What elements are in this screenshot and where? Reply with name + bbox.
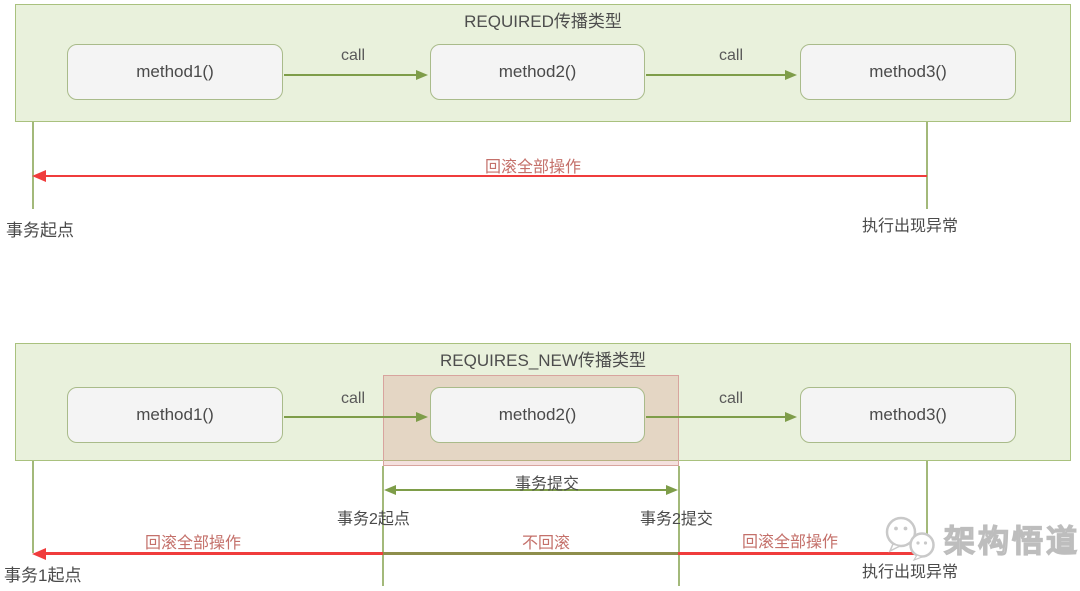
rollback-right-label: 回滚全部操作 bbox=[741, 534, 839, 551]
tx2-start-line bbox=[382, 466, 384, 586]
required-diagram-title: REQUIRED传播类型 bbox=[464, 12, 622, 31]
call-arrow bbox=[284, 416, 418, 418]
arrowhead-left-icon bbox=[32, 170, 46, 182]
call-label: call bbox=[718, 390, 744, 407]
method3-box: method3() bbox=[800, 44, 1016, 100]
wechat-logo-icon bbox=[885, 516, 935, 561]
tx2-start-label: 事务2起点 bbox=[337, 511, 410, 528]
method2-box: method2() bbox=[430, 387, 645, 443]
no-rollback-line bbox=[383, 552, 678, 555]
no-rollback-label: 不回滚 bbox=[521, 535, 571, 552]
exception-label: 执行出现异常 bbox=[862, 564, 959, 581]
call-arrow bbox=[284, 74, 418, 76]
tx2-commit-line bbox=[678, 466, 680, 586]
call-arrow bbox=[646, 416, 785, 418]
method2-box: method2() bbox=[430, 44, 645, 100]
method3-box: method3() bbox=[800, 387, 1016, 443]
arrowhead-right-icon bbox=[666, 485, 678, 495]
call-label: call bbox=[340, 390, 366, 407]
exception-label: 执行出现异常 bbox=[862, 218, 959, 235]
exception-line bbox=[926, 122, 928, 209]
arrowhead-right-icon bbox=[785, 412, 797, 422]
arrowhead-right-icon bbox=[785, 70, 797, 80]
exception-line bbox=[926, 461, 928, 551]
method1-box: method1() bbox=[67, 387, 283, 443]
tx2-commit-label: 事务2提交 bbox=[640, 511, 713, 528]
tx-start-line bbox=[32, 122, 34, 209]
tx2-commit-arrow-label: 事务提交 bbox=[514, 476, 580, 493]
arrowhead-right-icon bbox=[416, 412, 428, 422]
rollback-label: 回滚全部操作 bbox=[484, 159, 582, 176]
tx2-commit-arrow bbox=[395, 489, 666, 491]
requires-new-diagram-title: REQUIRES_NEW传播类型 bbox=[440, 351, 646, 370]
method1-box: method1() bbox=[67, 44, 283, 100]
arrowhead-right-icon bbox=[416, 70, 428, 80]
watermark: 架构悟道 bbox=[880, 515, 1080, 561]
tx-start-label: 事务起点 bbox=[6, 221, 74, 240]
call-label: call bbox=[340, 47, 366, 64]
call-label: call bbox=[718, 47, 744, 64]
rollback-left-label: 回滚全部操作 bbox=[144, 535, 242, 552]
call-arrow bbox=[646, 74, 785, 76]
watermark-text: 架构悟道 bbox=[943, 523, 1080, 559]
rollback-arrow bbox=[46, 175, 927, 177]
arrowhead-left-icon bbox=[32, 548, 46, 560]
tx1-start-line bbox=[32, 461, 34, 553]
arrowhead-left-icon bbox=[384, 485, 396, 495]
tx1-start-label: 事务1起点 bbox=[4, 566, 82, 585]
